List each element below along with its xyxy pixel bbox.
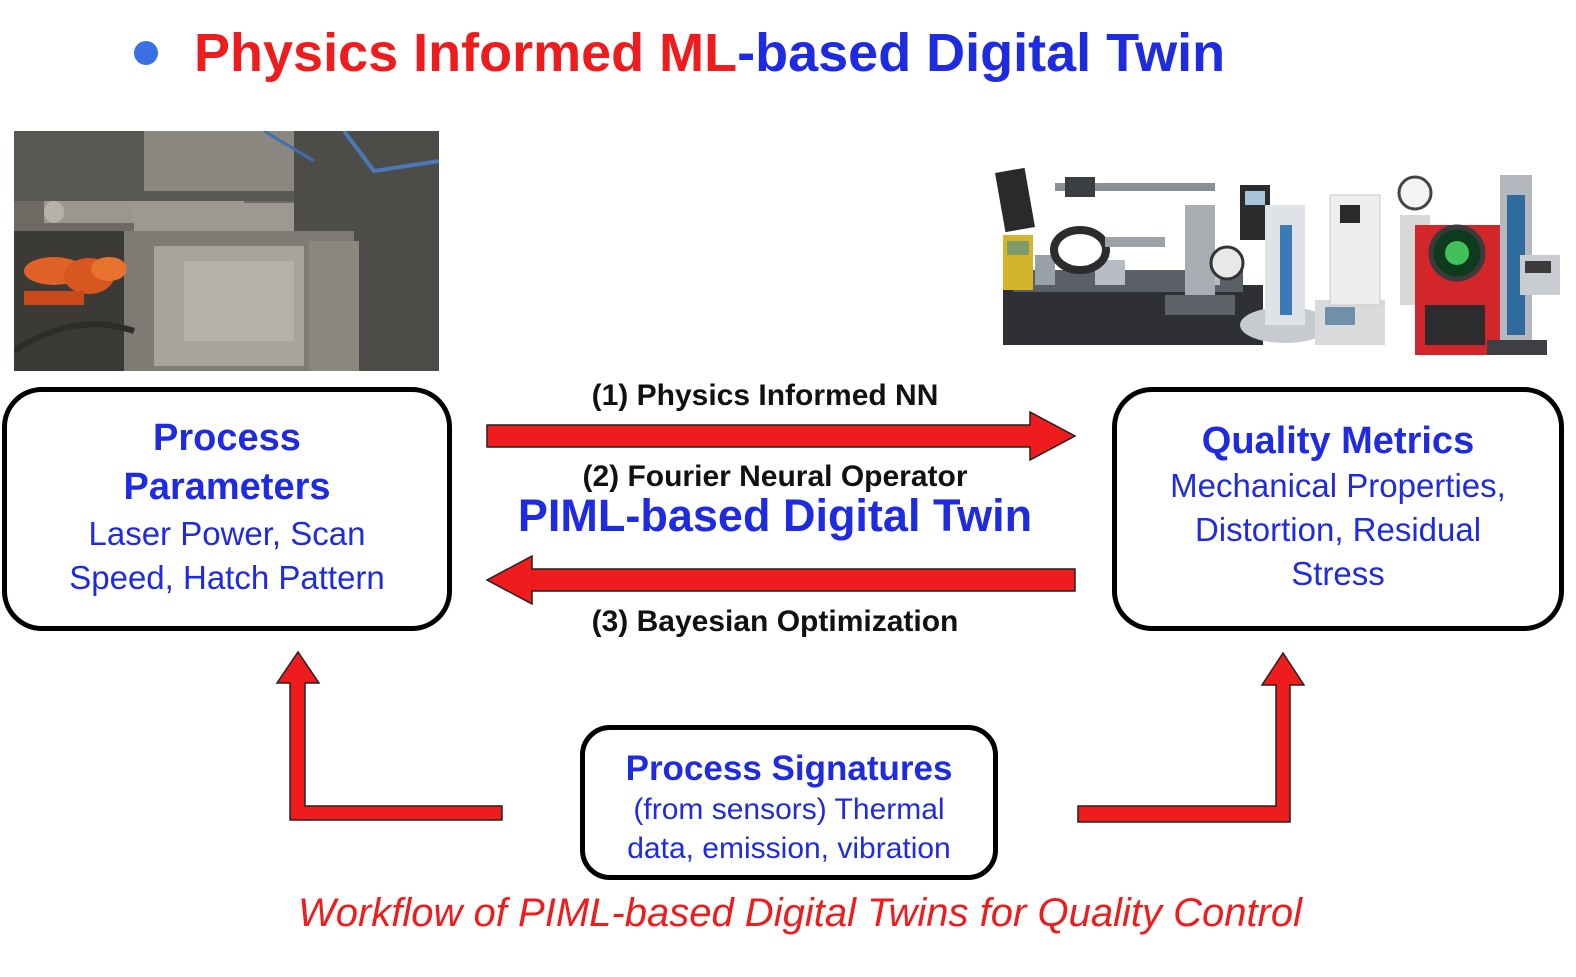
label-physics-informed-nn: (1) Physics Informed NN bbox=[591, 379, 939, 412]
bullet-icon bbox=[134, 41, 158, 65]
label-fourier-neural-operator: (2) Fourier Neural Operator bbox=[582, 460, 968, 493]
process-signatures-heading: Process Signatures bbox=[625, 749, 953, 788]
quality-metrics-body-line2: Distortion, Residual bbox=[1194, 511, 1482, 548]
quality-metrics-heading: Quality Metrics bbox=[1201, 420, 1475, 462]
arrow-right-icon bbox=[486, 410, 1077, 462]
process-signatures-box: Process Signatures (from sensors) Therma… bbox=[580, 725, 998, 880]
arrow-left-icon bbox=[485, 554, 1076, 606]
metrology-instruments-image bbox=[995, 165, 1567, 360]
quality-metrics-box: Quality Metrics Mechanical Properties, D… bbox=[1112, 387, 1564, 631]
process-parameters-body-line2: Speed, Hatch Pattern bbox=[69, 559, 385, 596]
arrow-up-right-icon bbox=[1077, 651, 1306, 823]
label-bayesian-optimization: (3) Bayesian Optimization bbox=[591, 605, 959, 638]
process-parameters-heading-line1: Process bbox=[153, 417, 301, 459]
center-label-piml-digital-twin: PIML-based Digital Twin bbox=[517, 490, 1033, 541]
title-part-blue: -based Digital Twin bbox=[737, 23, 1226, 83]
title-part-red: Physics Informed ML bbox=[194, 23, 738, 83]
process-parameters-box: Process Parameters Laser Power, Scan Spe… bbox=[2, 387, 452, 631]
quality-metrics-body-line1: Mechanical Properties, bbox=[1170, 467, 1506, 504]
process-parameters-body-line1: Laser Power, Scan bbox=[88, 515, 366, 552]
quality-metrics-body-line3: Stress bbox=[1291, 555, 1385, 592]
process-parameters-heading-line2: Parameters bbox=[123, 466, 331, 508]
slide-title: Physics Informed ML-based Digital Twin bbox=[134, 18, 1225, 88]
am-machine-image bbox=[14, 131, 439, 371]
process-signatures-body-line1: (from sensors) Thermal bbox=[633, 793, 945, 826]
process-signatures-body-line2: data, emission, vibration bbox=[627, 832, 951, 865]
figure-caption: Workflow of PIML-based Digital Twins for… bbox=[297, 891, 1303, 935]
arrow-up-left-icon bbox=[275, 650, 503, 821]
